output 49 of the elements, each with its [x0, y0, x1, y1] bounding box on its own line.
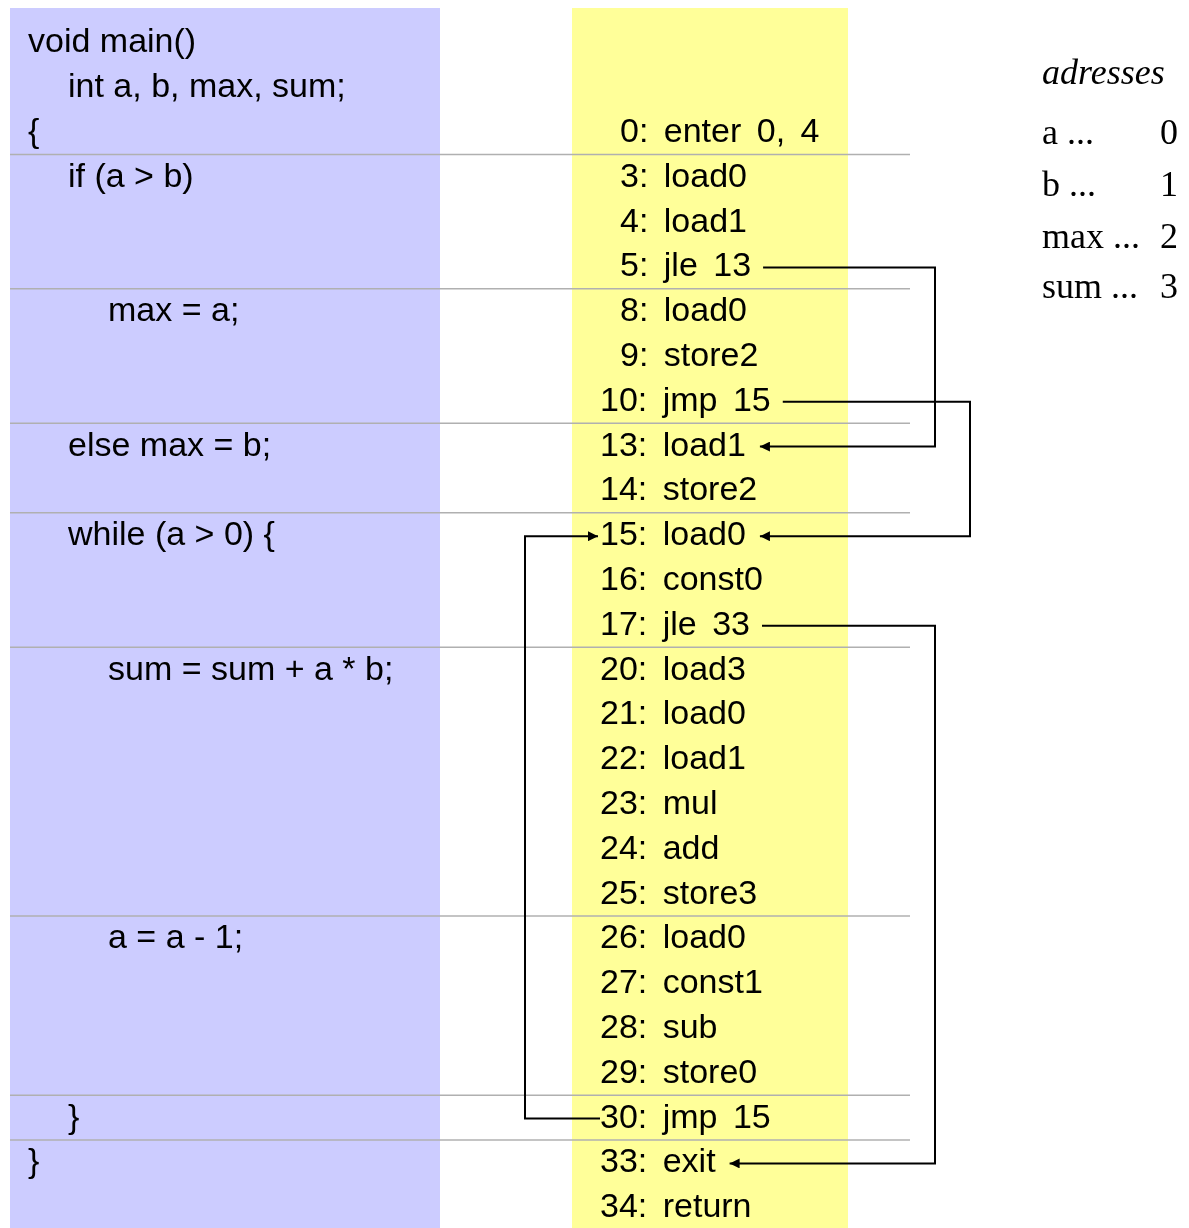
address-value: 0	[1160, 112, 1178, 152]
code-line: }	[28, 1140, 40, 1181]
jump-arrow	[524, 531, 601, 1120]
instruction-text: 3: load0	[620, 154, 747, 195]
variable-name: a ...	[1042, 112, 1094, 152]
instruction-text: 13: load1	[600, 423, 746, 464]
code-line: max = a;	[108, 289, 240, 330]
instruction-text: 14: store2	[600, 468, 758, 509]
instruction-text: 28: sub	[600, 1006, 718, 1046]
variable-name: sum ...	[1042, 266, 1138, 306]
address-value: 2	[1160, 216, 1178, 256]
jump-arrow	[728, 624, 936, 1169]
instruction-text: 8: load0	[620, 289, 747, 330]
instruction-text: 16: const0	[600, 558, 763, 598]
instruction-text: 24: add	[600, 826, 720, 867]
instruction-text: 17: jle 33	[600, 602, 750, 643]
jump-arrow	[758, 400, 971, 542]
code-line: else max = b;	[68, 423, 272, 464]
instruction-text: 0: enter 0, 4	[620, 110, 820, 150]
code-line: }	[68, 1095, 80, 1136]
code-line: int a, b, max, sum;	[68, 65, 346, 106]
instruction-text: 4: load1	[620, 199, 747, 240]
instruction-text: 5: jle 13	[620, 244, 752, 285]
code-line: a = a - 1;	[108, 916, 244, 957]
instruction-text: 9: store2	[620, 334, 759, 374]
instruction-text: 27: const1	[600, 961, 763, 1002]
code-line: {	[28, 110, 40, 150]
code-line: void main()	[28, 20, 197, 61]
instruction-text: 29: store0	[600, 1050, 758, 1091]
variable-name: b ...	[1042, 164, 1096, 204]
jump-arrow	[758, 266, 936, 452]
instruction-text: 25: store3	[600, 871, 758, 912]
address-value: 1	[1160, 164, 1178, 204]
instruction-text: 10: jmp 15	[600, 378, 771, 419]
address-value: 3	[1160, 266, 1178, 306]
code-line: if (a > b)	[68, 154, 194, 195]
instruction-text: 23: mul	[600, 782, 718, 822]
table-heading: adresses	[1042, 52, 1165, 92]
instruction-text: 30: jmp 15	[600, 1095, 771, 1136]
instruction-text: 34: return	[600, 1185, 752, 1226]
code-line: sum = sum + a * b;	[108, 647, 394, 688]
code-line: while (a > 0) {	[68, 513, 275, 554]
instruction-text: 22: load1	[600, 737, 746, 778]
instruction-text: 26: load0	[600, 916, 746, 957]
variable-name: max ...	[1042, 216, 1140, 256]
instruction-text: 21: load0	[600, 692, 746, 733]
instruction-text: 20: load3	[600, 647, 746, 688]
instruction-text: 15: load0	[600, 513, 746, 554]
instruction-text: 33: exit	[600, 1140, 716, 1181]
